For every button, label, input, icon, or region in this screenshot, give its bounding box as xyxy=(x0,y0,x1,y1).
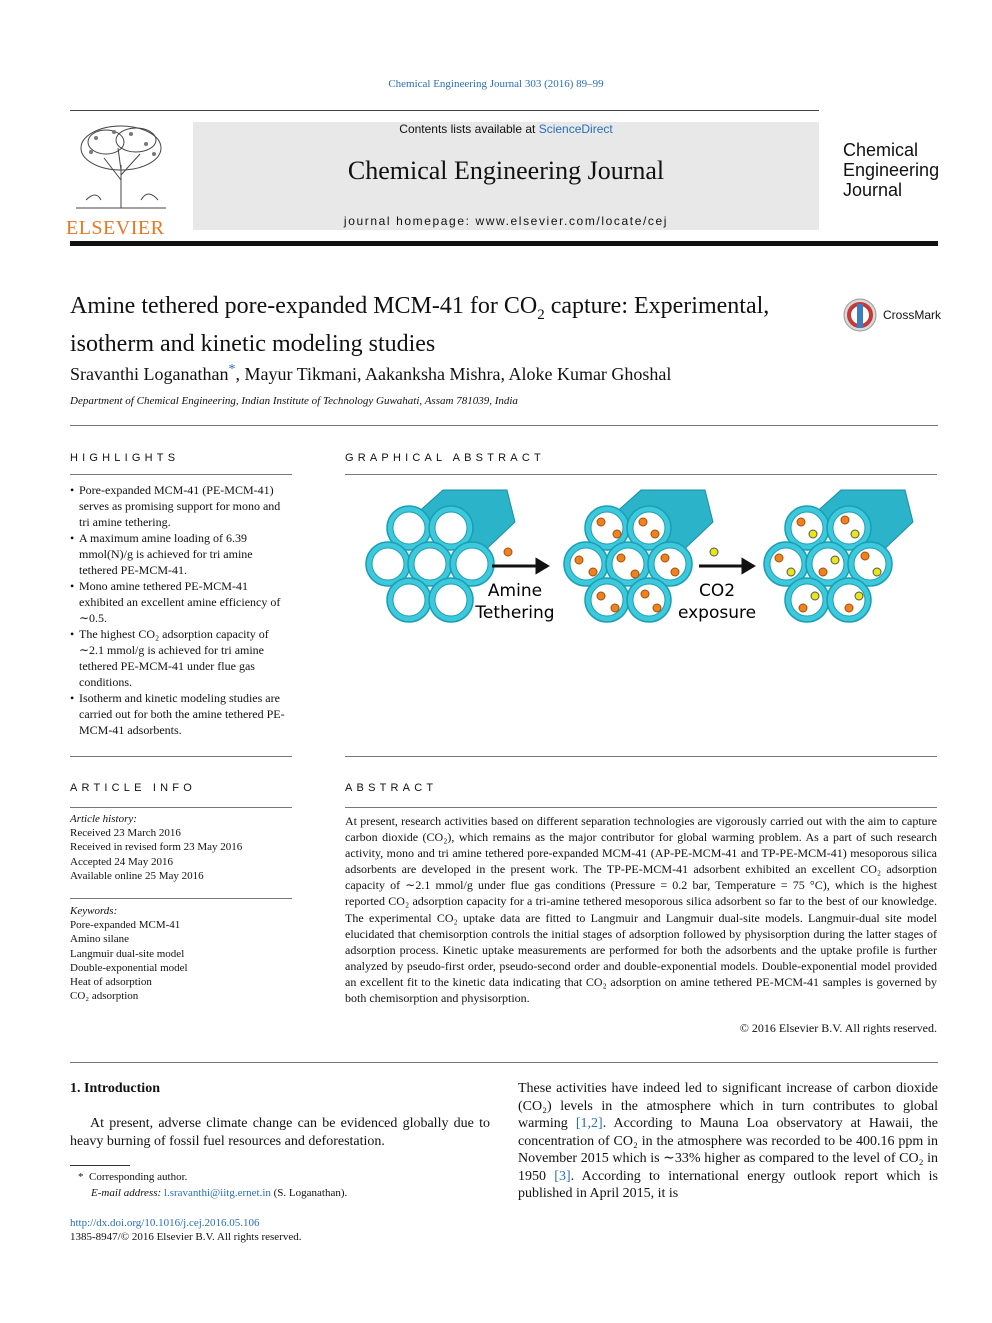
intro-paragraph-left: At present, adverse climate change can b… xyxy=(70,1116,490,1149)
journal-title[interactable]: Chemical Engineering Journal xyxy=(347,156,665,185)
history-label: Article history: xyxy=(70,813,137,825)
corresponding-footnote: * Corresponding author. xyxy=(78,1171,187,1183)
journal-logo[interactable]: Chemical Engineering Journal xyxy=(843,140,939,200)
history-item: Received in revised form 23 May 2016 xyxy=(70,841,243,854)
highlights-list: Pore-expanded MCM-41 (PE-MCM-41) serves … xyxy=(70,482,292,738)
step1-label-line1: Amine xyxy=(488,581,542,601)
divider xyxy=(70,898,292,899)
email-owner: (S. Loganathan). xyxy=(270,1187,348,1199)
divider xyxy=(345,474,937,475)
highlight-item: A maximum amine loading of 6.39 mmol(N)/… xyxy=(70,530,292,578)
crossmark-badge[interactable]: CrossMark xyxy=(843,298,941,334)
keyword-item: Double-exponential model xyxy=(70,961,188,974)
issn-line: 1385-8947/© 2016 Elsevier B.V. All right… xyxy=(70,1231,302,1243)
highlight-item: Pore-expanded MCM-41 (PE-MCM-41) serves … xyxy=(70,482,292,530)
header-rule xyxy=(70,110,819,111)
graphical-abstract-heading: GRAPHICAL ABSTRACT xyxy=(345,452,545,464)
journal-homepage: journal homepage: www.elsevier.com/locat… xyxy=(193,214,819,228)
title-text: Amine tethered pore-expanded MCM-41 for … xyxy=(70,293,538,319)
footnote-rule xyxy=(70,1165,130,1166)
homepage-link[interactable]: www.elsevier.com/locate/cej xyxy=(475,214,669,228)
title-subscript: 2 xyxy=(537,306,545,323)
email-footnote: E-mail address: l.sravanthi@iitg.ernet.i… xyxy=(91,1187,347,1199)
reference-link[interactable]: [1,2] xyxy=(575,1116,603,1131)
intro-text: These activities have indeed led to sign… xyxy=(518,1081,938,1131)
highlights-heading: HIGHLIGHTS xyxy=(70,452,180,464)
crossmark-icon xyxy=(843,298,877,332)
author-names: , Mayur Tikmani, Aakanksha Mishra, Aloke… xyxy=(235,364,672,384)
keyword-item: Heat of adsorption xyxy=(70,976,152,989)
journal-citation[interactable]: Chemical Engineering Journal 303 (2016) … xyxy=(388,78,604,90)
affiliation: Department of Chemical Engineering, Indi… xyxy=(70,395,518,407)
article-title: Amine tethered pore-expanded MCM-41 for … xyxy=(70,292,830,359)
intro-paragraph-right: These activities have indeed led to sign… xyxy=(518,1080,938,1203)
highlight-item: The highest CO₂ adsorption capacity of ∼… xyxy=(70,626,292,690)
header-thick-rule xyxy=(70,241,938,246)
logo-line: Engineering xyxy=(843,160,940,180)
keyword-item: CO₂ adsorption xyxy=(70,990,139,1003)
journal-banner: Contents lists available at ScienceDirec… xyxy=(193,122,819,230)
homepage-label: journal homepage: xyxy=(343,214,476,228)
divider xyxy=(345,807,937,808)
history-item: Accepted 24 May 2016 xyxy=(70,855,173,868)
reference-link[interactable]: [3] xyxy=(554,1168,571,1184)
divider xyxy=(70,474,292,475)
keyword-item: Pore-expanded MCM-41 xyxy=(70,919,181,932)
email-label: E-mail address: xyxy=(91,1187,164,1199)
keywords: Keywords: Pore-expanded MCM-41 Amino sil… xyxy=(70,904,188,1003)
divider xyxy=(70,425,938,426)
keywords-label: Keywords: xyxy=(70,905,118,917)
abstract-copyright: © 2016 Elsevier B.V. All rights reserved… xyxy=(739,1021,937,1035)
contents-prefix: Contents lists available at xyxy=(399,122,539,136)
keyword-item: Amino silane xyxy=(70,933,129,946)
asterisk-mark: * xyxy=(78,1171,89,1183)
email-link[interactable]: l.sravanthi@iitg.ernet.in xyxy=(163,1187,271,1199)
history-item: Available online 25 May 2016 xyxy=(70,869,204,882)
corresponding-mark[interactable]: * xyxy=(228,362,236,377)
section-heading-introduction: 1. Introduction xyxy=(70,1081,160,1096)
highlight-item: Isotherm and kinetic modeling studies ar… xyxy=(70,690,292,738)
graphical-abstract-figure: Amine Tethering CO2 exposure xyxy=(365,489,914,623)
divider xyxy=(70,756,292,757)
abstract-heading: ABSTRACT xyxy=(345,782,438,794)
author-list: Sravanthi Loganathan*, Mayur Tikmani, Aa… xyxy=(70,362,671,385)
intro-text: . According to Mauna Loa observatory at … xyxy=(518,1116,938,1184)
contents-line: Contents lists available at ScienceDirec… xyxy=(193,122,819,136)
intro-text: . According to international energy outl… xyxy=(518,1168,938,1202)
article-info-heading: ARTICLE INFO xyxy=(70,782,196,794)
elsevier-logo[interactable]: ELSEVIER xyxy=(66,120,176,239)
logo-line: Chemical xyxy=(843,140,919,160)
logo-line: Journal xyxy=(843,180,903,200)
divider xyxy=(70,1062,938,1063)
divider xyxy=(70,807,292,808)
crossmark-label: CrossMark xyxy=(883,308,942,322)
keyword-item: Langmuir dual-site model xyxy=(70,947,185,960)
abstract-text: At present, research activities based on… xyxy=(345,814,937,1006)
sciencedirect-link[interactable]: ScienceDirect xyxy=(538,122,613,136)
doi-link[interactable]: http://dx.doi.org/10.1016/j.cej.2016.05.… xyxy=(70,1217,260,1229)
corresponding-text: Corresponding author. xyxy=(89,1171,188,1183)
title-text: isotherm and kinetic modeling studies xyxy=(70,330,436,357)
step1-label-line2: Tethering xyxy=(474,603,554,623)
highlight-item: Mono amine tethered PE-MCM-41 exhibited … xyxy=(70,578,292,626)
step2-label-line2: exposure xyxy=(678,603,756,623)
article-history: Article history: Received 23 March 2016 … xyxy=(70,812,242,883)
publisher-name: ELSEVIER xyxy=(66,217,165,239)
step2-label-line1: CO2 xyxy=(699,581,735,601)
author-name[interactable]: Sravanthi Loganathan xyxy=(70,364,229,384)
divider xyxy=(345,756,937,757)
elsevier-tree-icon xyxy=(66,120,176,212)
history-item: Received 23 March 2016 xyxy=(70,827,181,840)
title-text: capture: Experimental, xyxy=(544,293,770,319)
